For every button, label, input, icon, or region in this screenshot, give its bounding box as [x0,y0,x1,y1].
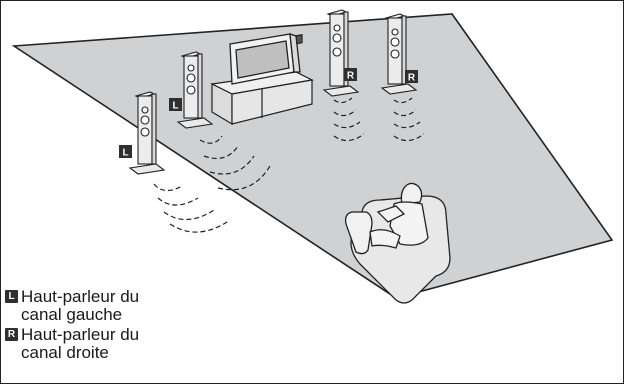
legend: L Haut-parleur du canal gauche R Haut-pa… [5,288,181,364]
left-channel-badge: L [5,290,18,303]
legend-item-left-channel: L Haut-parleur du canal gauche [5,288,181,324]
marker-front-left: L [169,98,182,112]
right-channel-badge: R [5,328,18,341]
marker-rear-left: L [119,145,132,159]
svg-text:L: L [172,101,178,112]
sound-waves-rear-left [154,184,230,232]
marker-rear-right: R [405,70,418,84]
svg-text:L: L [122,148,128,159]
right-channel-label: Haut-parleur du canal droite [21,326,181,362]
left-channel-label: Haut-parleur du canal gauche [21,288,181,324]
svg-text:R: R [347,71,355,82]
legend-item-right-channel: R Haut-parleur du canal droite [5,326,181,362]
room-floor [14,14,612,298]
svg-text:R: R [408,73,416,84]
marker-front-right: R [344,68,357,82]
